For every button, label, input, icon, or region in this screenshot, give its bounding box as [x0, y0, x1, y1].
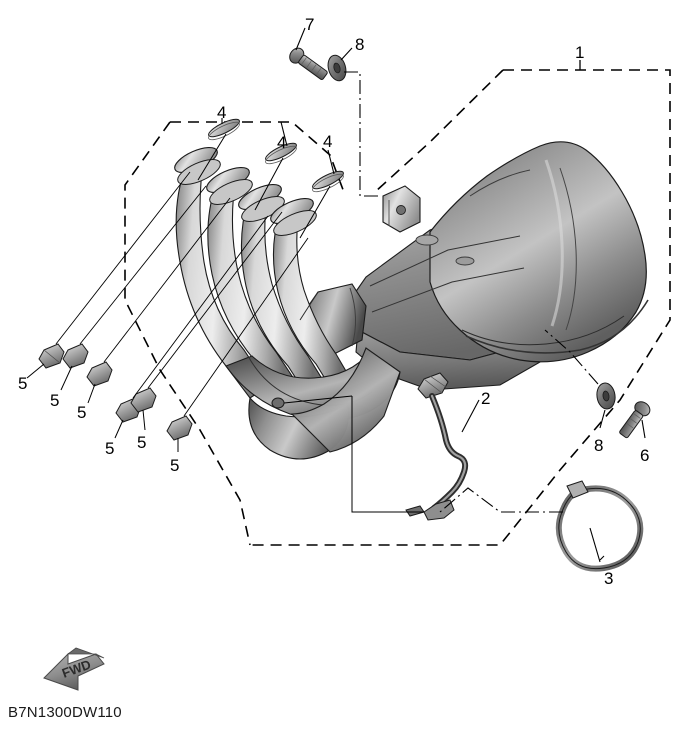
- callout-label-5b: 5: [50, 391, 60, 410]
- muffler-group-boundary: [250, 69, 671, 546]
- callout-label-8b: 8: [594, 436, 604, 455]
- flange-bolt: [619, 401, 651, 439]
- header-flanges: [174, 146, 317, 236]
- part-number-code: B7N1300DW110: [8, 704, 122, 721]
- callout-label-5c: 5: [77, 403, 87, 422]
- callout-label-4a: 4: [217, 103, 227, 122]
- oxygen-sensor: [283, 372, 480, 521]
- washer-upper: [327, 47, 378, 197]
- fwd-arrow-icon: FWD: [43, 647, 105, 691]
- callout-label-5e: 5: [137, 433, 147, 452]
- callout-label-7: 7: [305, 15, 315, 34]
- nut-1: [26, 343, 65, 379]
- callout-label-4c: 4: [323, 132, 333, 151]
- exhaust-header-pipes: [174, 146, 401, 460]
- callout-label-5f: 5: [170, 456, 180, 475]
- band-clamp: [439, 480, 644, 572]
- callout-label-6: 6: [640, 446, 650, 465]
- callout-label-1: 1: [575, 43, 585, 62]
- callout-label-8a: 8: [355, 35, 365, 54]
- muffler-assembly: [299, 141, 649, 391]
- callout-label-4b: 4: [277, 133, 287, 152]
- flange-bolt-long: [289, 27, 328, 80]
- callout-label-3: 3: [604, 569, 614, 588]
- washer-lower: [544, 329, 616, 429]
- nut-5: [130, 387, 157, 431]
- nut-3: [86, 361, 113, 404]
- callout-label-5d: 5: [105, 439, 115, 458]
- callout-label-5a: 5: [18, 374, 28, 393]
- callout-label-2: 2: [481, 389, 491, 408]
- nut-6: [166, 415, 193, 452]
- exhaust-nuts: [26, 171, 309, 452]
- exhaust-gaskets: [197, 118, 344, 239]
- nut-2: [60, 343, 89, 391]
